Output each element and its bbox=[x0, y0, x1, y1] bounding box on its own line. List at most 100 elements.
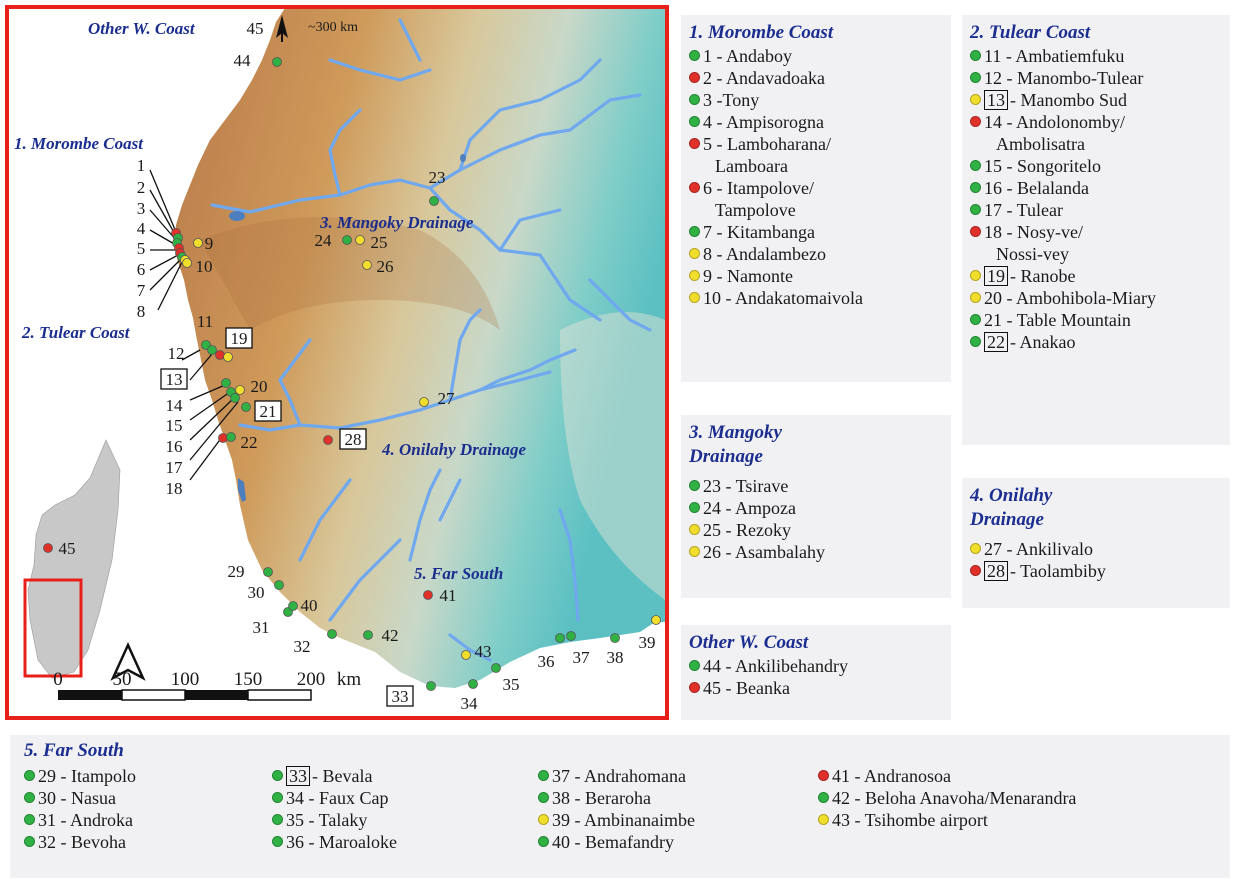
status-dot-icon bbox=[970, 160, 981, 171]
rivers bbox=[210, 18, 652, 662]
status-dot-icon bbox=[818, 792, 829, 803]
separator: - bbox=[56, 788, 71, 808]
site-name: Songoritelo bbox=[1017, 156, 1101, 176]
legend-item: 31 - Androka bbox=[24, 809, 136, 831]
site-number: 11 bbox=[984, 46, 1002, 66]
site-name: Kitambanga bbox=[727, 222, 815, 242]
site-number: 42 bbox=[832, 788, 850, 808]
site-name: Manombo-Tulear bbox=[1017, 68, 1144, 88]
status-dot-icon bbox=[538, 792, 549, 803]
legend-item: 33- Bevala bbox=[272, 765, 397, 787]
site-number: 44 bbox=[703, 656, 721, 676]
site-name: Rezoky bbox=[736, 520, 791, 540]
site-number: 3 bbox=[703, 90, 712, 110]
point-label: 41 bbox=[440, 586, 457, 605]
point-label: 27 bbox=[438, 389, 456, 408]
separator: - bbox=[1002, 156, 1017, 176]
status-dot-icon bbox=[24, 814, 35, 825]
site-number: 35 bbox=[286, 810, 304, 830]
site-name: Andaboy bbox=[726, 46, 793, 66]
legend-item: 4 - Ampisorogna bbox=[689, 111, 943, 133]
point-label: 21 bbox=[260, 402, 277, 421]
site-name: Ankilibehandry bbox=[735, 656, 848, 676]
point-label: 4 bbox=[137, 219, 146, 238]
site-number: 36 bbox=[286, 832, 304, 852]
site-name: Andranosoa bbox=[864, 766, 951, 786]
site-number: 41 bbox=[832, 766, 850, 786]
separator: - bbox=[1010, 90, 1021, 110]
separator: - bbox=[721, 520, 736, 540]
site-name: Andavadoaka bbox=[726, 68, 825, 88]
legend-item: 6 - Itampolove/Tampolove bbox=[689, 177, 943, 221]
site-number: 14 bbox=[984, 112, 1002, 132]
site-number: 22 bbox=[984, 332, 1008, 352]
separator: - bbox=[56, 832, 71, 852]
site-name: Itampolove/ bbox=[727, 178, 814, 198]
status-dot-icon bbox=[272, 770, 283, 781]
legend-item: 5 - Lamboharana/Lamboara bbox=[689, 133, 943, 177]
site-label-boxes bbox=[160, 327, 414, 707]
site-number: 23 bbox=[703, 476, 721, 496]
legend-item: 10 - Andakatomaivola bbox=[689, 287, 943, 309]
status-dot-icon bbox=[272, 836, 283, 847]
separator: - bbox=[850, 766, 865, 786]
scale-tick: 200 bbox=[297, 669, 326, 690]
site-number: 32 bbox=[38, 832, 56, 852]
point-label: 17 bbox=[166, 458, 184, 477]
legend-item: 40 - Bemafandry bbox=[538, 831, 695, 853]
site-number: 39 bbox=[552, 810, 570, 830]
legend-item: 16 - Belalanda bbox=[970, 177, 1222, 199]
relief-highlands bbox=[560, 312, 665, 600]
site-number: 4 bbox=[703, 112, 712, 132]
legend-title: Other W. Coast bbox=[689, 632, 809, 653]
status-dot-icon bbox=[689, 480, 700, 491]
separator: - bbox=[570, 766, 585, 786]
site-number: 34 bbox=[286, 788, 304, 808]
site-number: 13 bbox=[984, 90, 1008, 110]
site-number: 38 bbox=[552, 788, 570, 808]
site-number: 20 bbox=[984, 288, 1002, 308]
separator: - bbox=[721, 678, 736, 698]
point-label: 1 bbox=[137, 156, 146, 175]
status-dot-icon bbox=[689, 50, 700, 61]
site-name: Lamboharana/ bbox=[727, 134, 831, 154]
separator: - bbox=[304, 832, 319, 852]
site-number: 16 bbox=[984, 178, 1002, 198]
site-name: Ranobe bbox=[1020, 266, 1076, 286]
separator: - bbox=[1010, 266, 1021, 286]
legend-title: 1. Morombe Coast bbox=[689, 22, 834, 43]
status-dot-icon bbox=[24, 770, 35, 781]
separator: - bbox=[1002, 310, 1017, 330]
legend-item: 18 - Nosy-ve/Nossi-vey bbox=[970, 221, 1222, 265]
site-number: 15 bbox=[984, 156, 1002, 176]
site-number: 28 bbox=[984, 561, 1008, 581]
separator: - bbox=[712, 112, 727, 132]
point-label: 35 bbox=[503, 675, 520, 694]
point-label: 44 bbox=[234, 51, 252, 70]
point-label: 19 bbox=[231, 329, 248, 348]
lake bbox=[460, 154, 466, 162]
legend-item: 8 - Andalambezo bbox=[689, 243, 943, 265]
separator: - bbox=[721, 498, 736, 518]
site-name-continued: Tampolove bbox=[715, 200, 796, 220]
scale-bar bbox=[58, 689, 312, 701]
site-name: Ampisorogna bbox=[726, 112, 825, 132]
site-name: Taolambiby bbox=[1020, 561, 1106, 581]
separator: - bbox=[712, 266, 727, 286]
site-name: Andolonomby/ bbox=[1016, 112, 1126, 132]
point-label: 2 bbox=[137, 178, 146, 197]
legend-item: 30 - Nasua bbox=[24, 787, 136, 809]
status-dot-icon bbox=[970, 336, 981, 347]
legend-item: 19- Ranobe bbox=[970, 265, 1222, 287]
site-name: Asambalahy bbox=[735, 542, 825, 562]
separator: - bbox=[570, 832, 585, 852]
legend-item: 3 -Tony bbox=[689, 89, 943, 111]
point-label: 40 bbox=[301, 596, 318, 615]
point-label: 23 bbox=[429, 168, 446, 187]
